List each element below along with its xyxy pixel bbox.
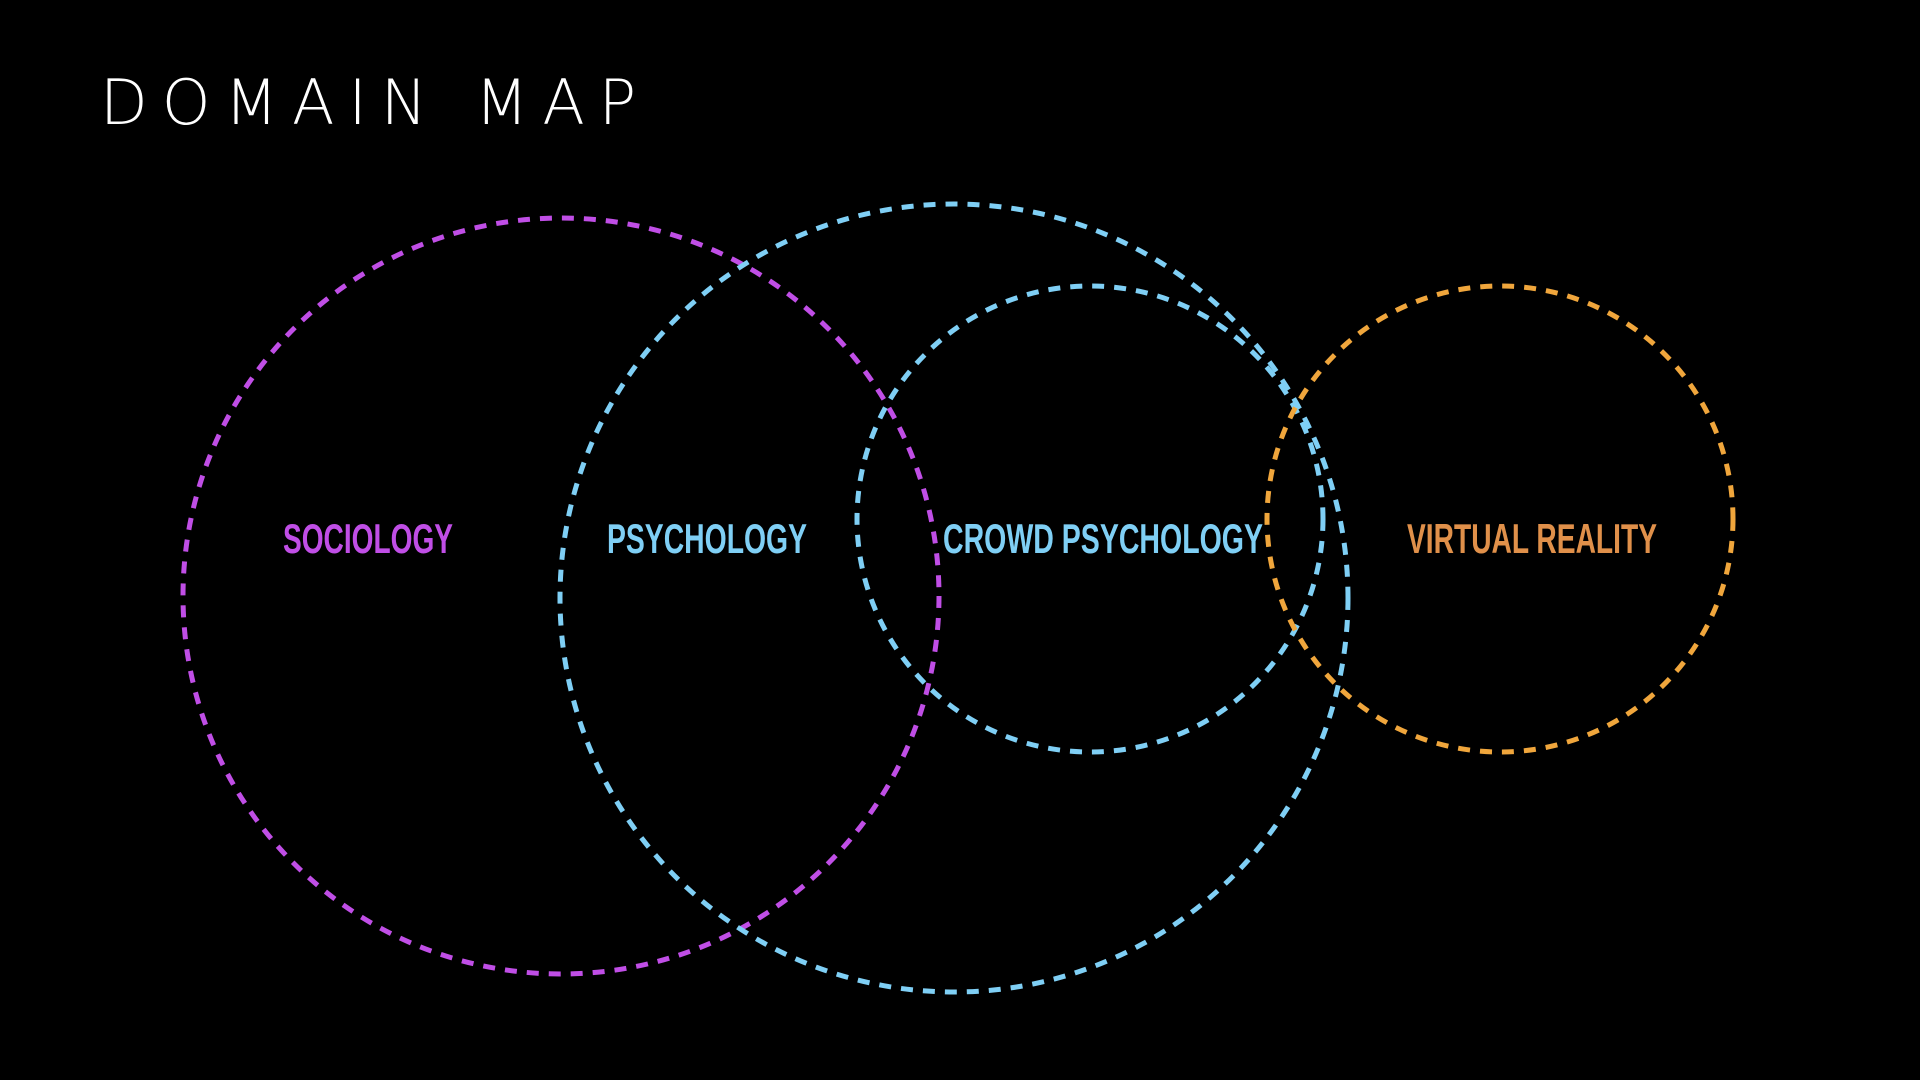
crowd-psychology-circle <box>854 283 1326 755</box>
psychology-circle <box>557 201 1351 995</box>
virtual-reality-circle <box>1264 283 1736 755</box>
sociology-circle <box>180 215 942 977</box>
psychology-label: PSYCHOLOGY <box>607 515 807 562</box>
virtual-reality-label: VIRTUAL REALITY <box>1407 515 1657 562</box>
sociology-label: SOCIOLOGY <box>283 515 453 562</box>
crowd-psychology-label: CROWD PSYCHOLOGY <box>943 515 1263 562</box>
slide-title: DOMAIN MAP <box>100 66 651 139</box>
